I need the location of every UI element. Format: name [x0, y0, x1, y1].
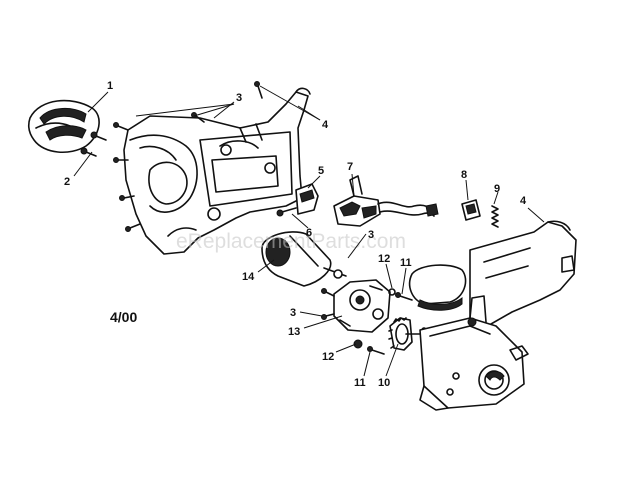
callout-13: 13 — [288, 326, 300, 338]
callout-14: 14 — [242, 271, 255, 283]
part-fasteners-11-12-upper — [388, 288, 413, 301]
part-grip-cap — [28, 99, 100, 153]
part-13-gear-housing — [321, 279, 391, 333]
part-housing-left — [113, 81, 311, 255]
callout-8: 8 — [461, 169, 467, 181]
callout-7: 7 — [347, 161, 353, 173]
callout-11b: 11 — [354, 377, 366, 389]
callout-4b: 4 — [520, 195, 527, 207]
part-6-screw — [276, 207, 297, 217]
callout-3: 3 — [236, 92, 242, 104]
callout-11: 11 — [400, 257, 412, 269]
callout-3b: 3 — [368, 229, 374, 241]
part-fasteners-11-12-lower — [353, 339, 385, 355]
callout-9: 9 — [494, 183, 500, 195]
callout-12: 12 — [378, 253, 390, 265]
part-8-plug — [461, 199, 481, 221]
callout-6: 6 — [306, 227, 312, 239]
callout-5: 5 — [318, 165, 324, 177]
callout-3c: 3 — [290, 307, 296, 319]
callout-4: 4 — [322, 119, 329, 131]
watermark: eReplacementParts.com — [176, 230, 406, 253]
leader-lines — [73, 85, 545, 377]
part-10-gear — [388, 317, 428, 351]
part-9-spring — [491, 205, 499, 228]
callout-10: 10 — [378, 377, 390, 389]
callout-12b: 12 — [322, 351, 334, 363]
date-code: 4/00 — [110, 309, 137, 325]
part-7-switch-assembly — [333, 175, 439, 227]
callout-1: 1 — [107, 80, 113, 92]
callout-2: 2 — [64, 176, 70, 188]
part-5-switch-block — [295, 183, 319, 215]
callout-labels: 1 2 3 4 5 6 7 3 8 9 4 14 12 11 3 13 12 1… — [64, 80, 527, 389]
part-housing-right — [408, 220, 577, 411]
